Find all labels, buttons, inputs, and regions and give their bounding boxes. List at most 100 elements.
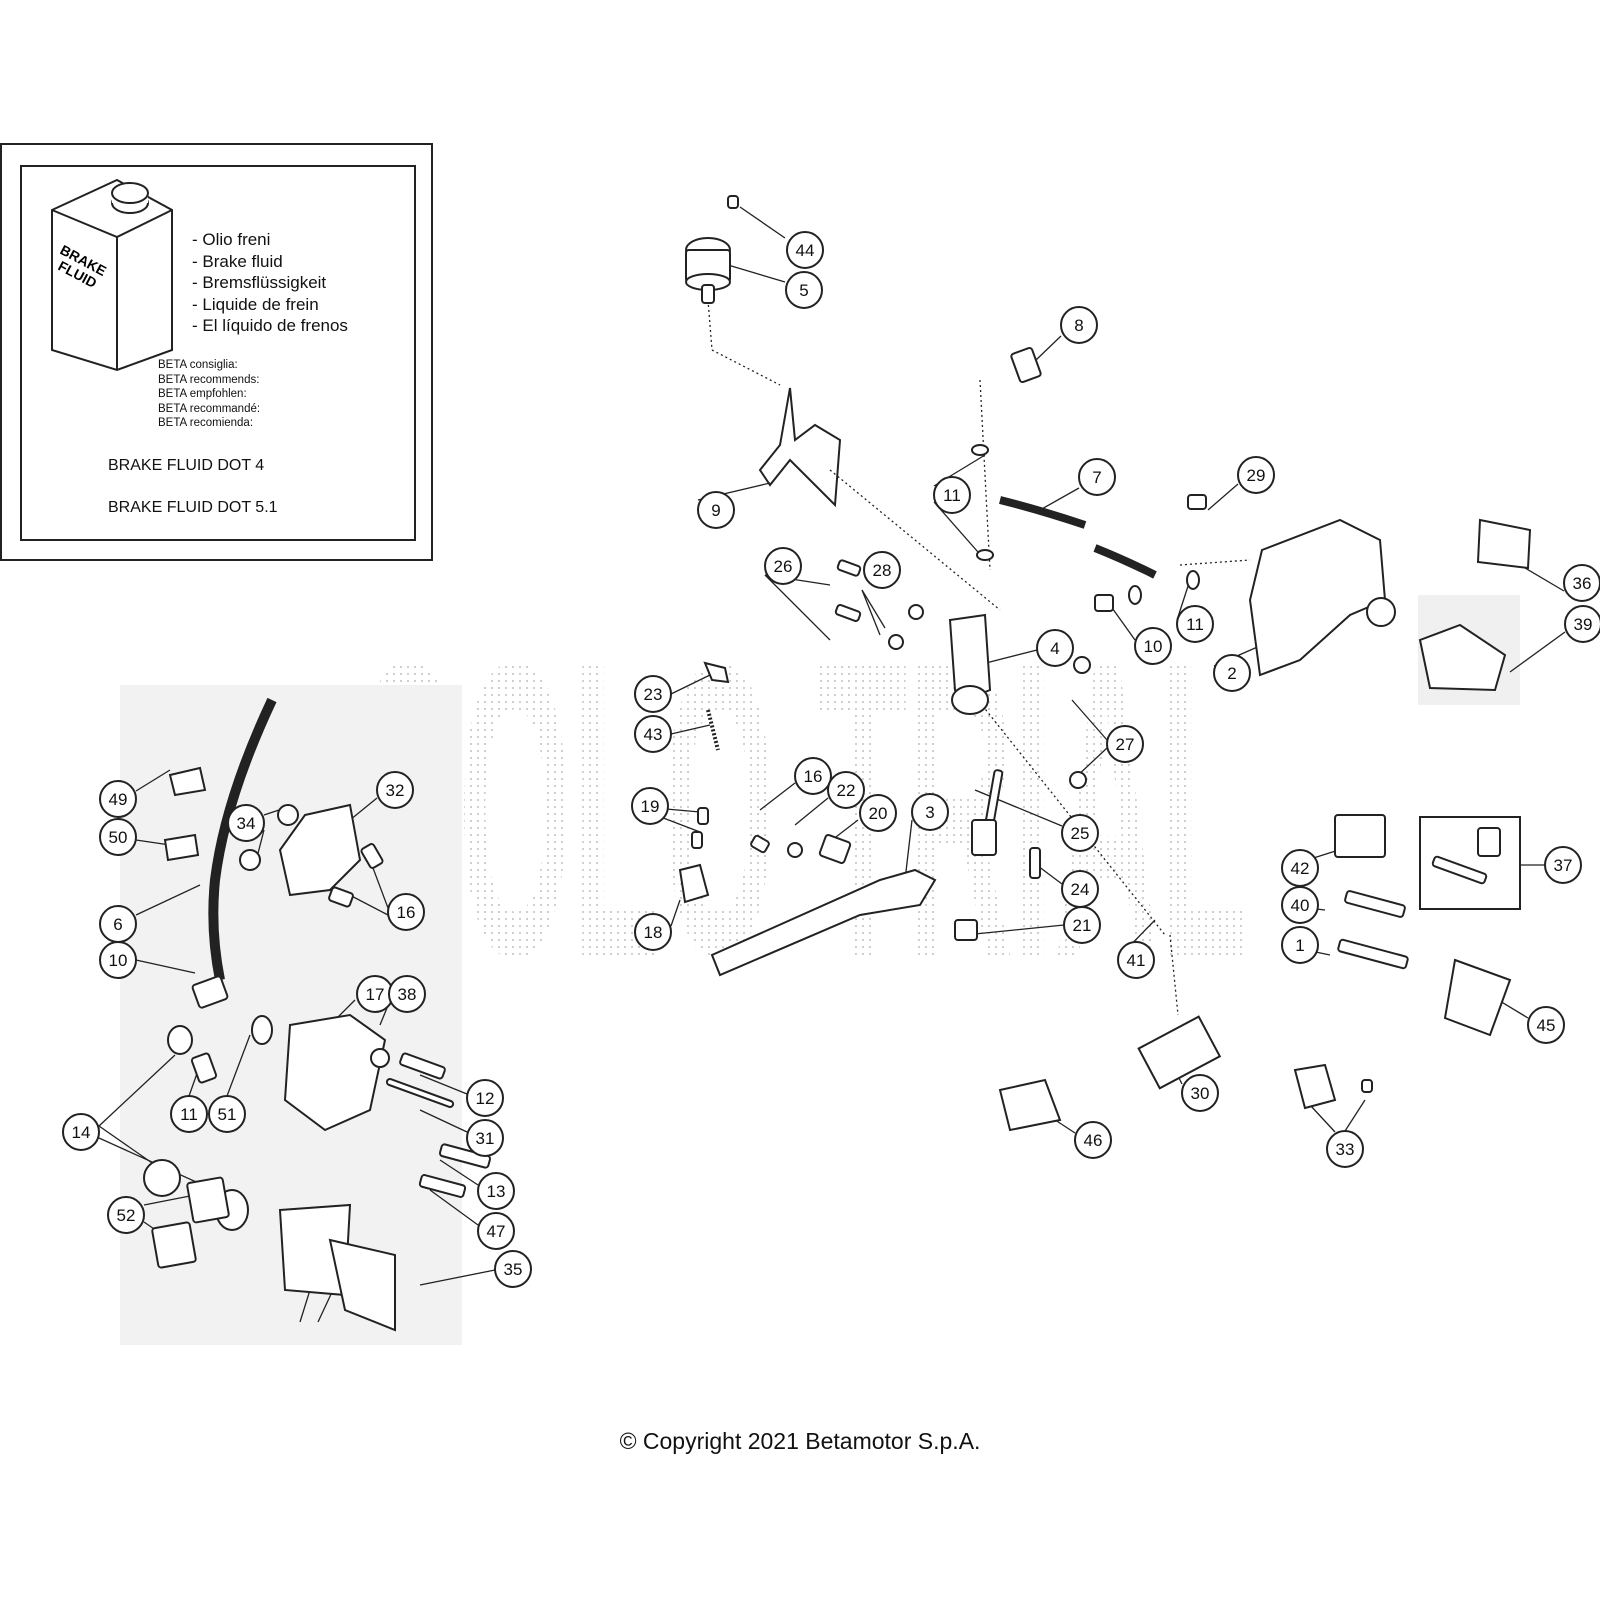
- washer-17-part: [370, 1048, 390, 1068]
- leader-line: [904, 819, 913, 881]
- callout-31: 31: [466, 1119, 504, 1157]
- spring-31-part: [167, 1025, 193, 1055]
- assembly-line: [829, 469, 1001, 611]
- fluid-name-en: Brake fluid: [192, 251, 348, 273]
- brake-hose-6-part: [208, 697, 277, 981]
- recommend-it: BETA consiglia:: [158, 359, 238, 371]
- callout-circle: [466, 1079, 504, 1117]
- leader-line: [429, 1189, 479, 1226]
- brake-fluid-panel: BRAKE FLUID Olio freni Brake fluid Brems…: [0, 143, 433, 561]
- callout-circle: [1326, 1130, 1364, 1168]
- callout-28: 28: [863, 551, 901, 589]
- callout-label: 7: [1092, 468, 1101, 487]
- leader-line: [143, 1194, 196, 1206]
- leader-line: [349, 797, 378, 821]
- leader-line: [670, 674, 711, 695]
- callout-label: 41: [1127, 951, 1146, 970]
- clevis-24-part: [971, 819, 997, 856]
- callout-label: 32: [386, 781, 405, 800]
- leader-line: [739, 206, 786, 239]
- callout-47: 47: [477, 1212, 515, 1250]
- callout-label: 9: [711, 501, 720, 520]
- callout-label: 45: [1537, 1016, 1556, 1035]
- bolt-19a-part: [697, 807, 709, 825]
- callout-10: 10: [1134, 627, 1172, 665]
- callout-label: 2: [1227, 664, 1236, 683]
- guard-39-part: [1418, 623, 1507, 692]
- callout-label: 22: [837, 781, 856, 800]
- callout-3: 3: [911, 793, 949, 831]
- callout-label: 39: [1574, 615, 1593, 634]
- callout-label: 8: [1074, 316, 1083, 335]
- brake-pedal-3-part: [710, 868, 937, 977]
- pin-24-part: [1029, 847, 1041, 879]
- callout-circle: [1036, 629, 1074, 667]
- pin-40-part: [1344, 890, 1406, 918]
- hose-7-part: [999, 496, 1087, 529]
- callout-16: 16: [794, 757, 832, 795]
- callout-5: 5: [785, 271, 823, 309]
- bolt-16a-part: [360, 843, 384, 869]
- washer-11c-part: [1186, 570, 1200, 590]
- callout-11: 11: [1176, 605, 1214, 643]
- bleeder-29-part: [1187, 494, 1207, 510]
- assembly-line: [979, 379, 991, 571]
- callout-label: 17: [366, 985, 385, 1004]
- leader-line: [964, 924, 1065, 936]
- callout-label: 12: [476, 1089, 495, 1108]
- callout-label: 14: [72, 1123, 91, 1142]
- watermark-text: SOLO TRIAL: [360, 576, 1250, 1045]
- leader-line: [727, 264, 786, 283]
- pads-36-part: [1476, 518, 1532, 570]
- callout-19: 19: [631, 787, 669, 825]
- hose-7b-part: [1093, 544, 1157, 579]
- callout-label: 36: [1573, 574, 1592, 593]
- bolt-16b-part: [328, 886, 354, 908]
- callout-label: 42: [1291, 859, 1310, 878]
- callout-label: 24: [1071, 880, 1090, 899]
- callout-27: 27: [1106, 725, 1144, 763]
- callout-label: 52: [117, 1206, 136, 1225]
- pivot-bolt-21-part: [954, 919, 978, 941]
- callout-circle: [387, 893, 425, 931]
- callout-2: 2: [1213, 654, 1251, 692]
- watermark: SOLO TRIAL: [360, 576, 1250, 1045]
- bolt-14-part: [438, 1143, 492, 1169]
- callout-label: 51: [218, 1105, 237, 1124]
- leader-line: [1509, 631, 1566, 673]
- callout-label: 29: [1247, 466, 1266, 485]
- callout-13: 13: [477, 1172, 515, 1210]
- clip-49-part: [168, 766, 207, 797]
- callout-circle: [1564, 605, 1600, 643]
- bolt-26a-part: [836, 559, 862, 577]
- callout-label: 23: [644, 685, 663, 704]
- assembly-line: [711, 349, 781, 386]
- pad-35b-part: [328, 1238, 396, 1332]
- callout-label: 50: [109, 828, 128, 847]
- leader-line: [794, 797, 829, 826]
- callout-circle: [477, 1172, 515, 1210]
- leader-line: [933, 501, 986, 561]
- callout-37: 37: [1544, 846, 1582, 884]
- callout-12: 12: [466, 1079, 504, 1117]
- nut-27a-part: [1073, 656, 1091, 674]
- callout-20: 20: [859, 794, 897, 832]
- brake-fluid-names: Olio freni Brake fluid Bremsflüssigkeit …: [192, 229, 348, 337]
- callout-34: 34: [227, 804, 265, 842]
- callout-6: 6: [99, 905, 137, 943]
- leader-line: [419, 1269, 496, 1286]
- callout-circle: [911, 793, 949, 831]
- callout-circle: [1134, 627, 1172, 665]
- leader-line: [226, 1034, 251, 1097]
- leader-line: [670, 724, 711, 735]
- spring-43-part: [706, 709, 720, 751]
- callout-14: 14: [62, 1113, 100, 1151]
- bolt-30-part: [399, 1052, 446, 1080]
- leader-line: [1035, 335, 1062, 361]
- fluid-spec-dot51: BRAKE FLUID DOT 5.1: [108, 499, 278, 516]
- callout-circle: [1281, 886, 1319, 924]
- callout-circle: [631, 787, 669, 825]
- piston-33a-part: [186, 1176, 230, 1224]
- hose-9-part: [758, 387, 842, 508]
